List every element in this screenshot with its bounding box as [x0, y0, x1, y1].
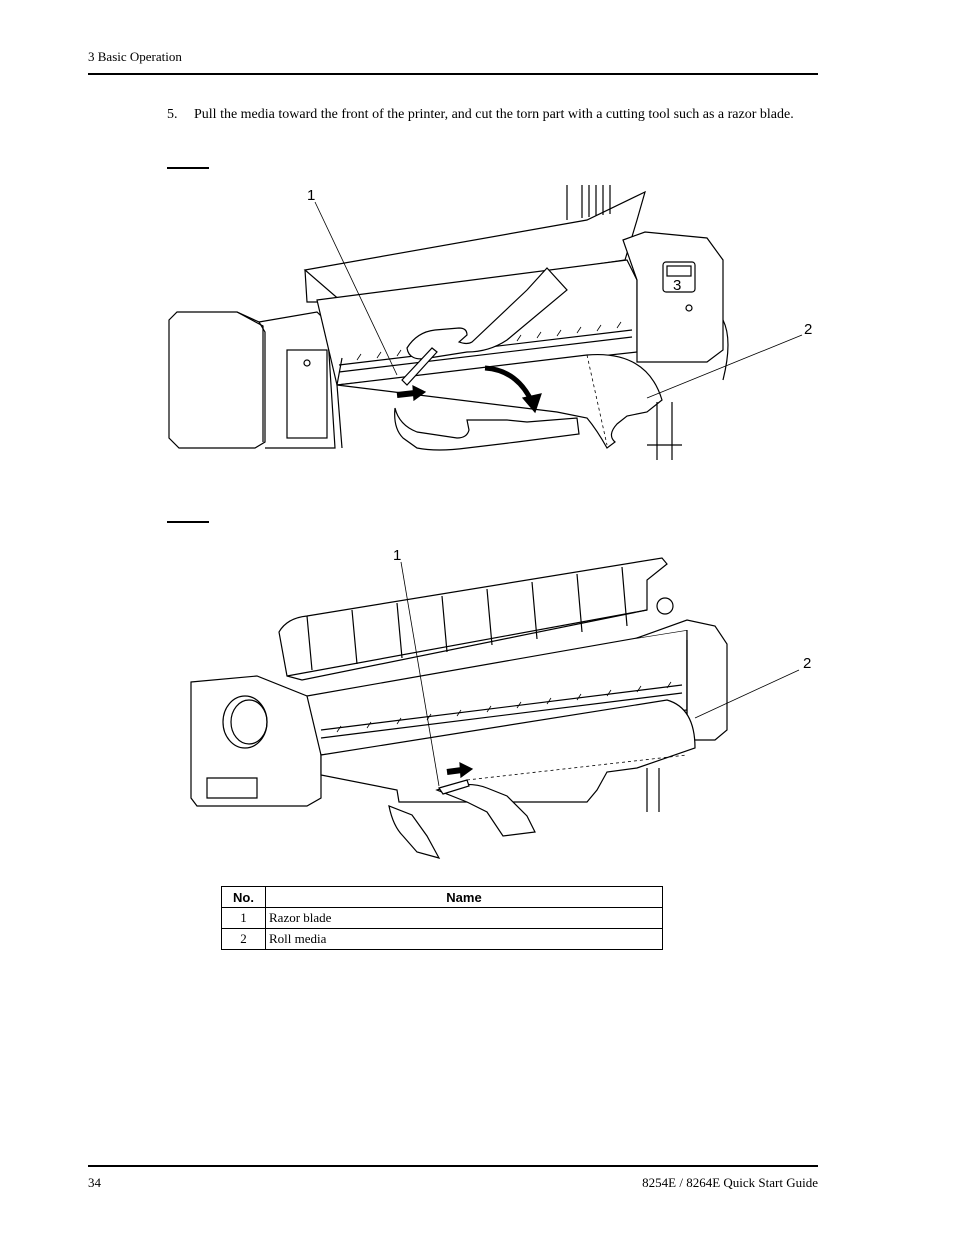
table-cell-name: Roll media	[265, 928, 663, 950]
table-cell-no: 2	[221, 928, 266, 950]
figure-printer-cut-1: 1 2 3	[167, 180, 817, 465]
header-rule	[88, 73, 818, 75]
column-header-no: No.	[221, 886, 266, 908]
figure-printer-cut-2: 1 2	[167, 540, 817, 860]
table-row: 1 Razor blade	[221, 907, 663, 929]
figure-1-callout-3: 3	[673, 277, 681, 294]
table-row: 2 Roll media	[221, 928, 663, 950]
table-cell-name: Razor blade	[265, 907, 663, 929]
figure-2-rule	[167, 521, 209, 523]
figure-1-rule	[167, 167, 209, 169]
table-header-row: No. Name	[221, 886, 663, 908]
figure-1-callout-1: 1	[307, 187, 315, 204]
column-header-name: Name	[265, 886, 663, 908]
step-number: 5.	[167, 107, 178, 122]
figure-2-callout-1: 1	[393, 547, 401, 564]
table-cell-no: 1	[221, 907, 266, 929]
parts-table: No. Name 1 Razor blade 2 Roll media	[221, 886, 663, 950]
document-title: 8254E / 8264E Quick Start Guide	[642, 1175, 818, 1190]
figure-2-callout-2: 2	[803, 655, 811, 672]
running-header: 3 Basic Operation	[88, 49, 182, 64]
figure-1-callout-2: 2	[804, 321, 812, 338]
step-text: Pull the media toward the front of the p…	[194, 107, 794, 122]
footer-rule	[88, 1165, 818, 1167]
page-number: 34	[88, 1175, 101, 1190]
